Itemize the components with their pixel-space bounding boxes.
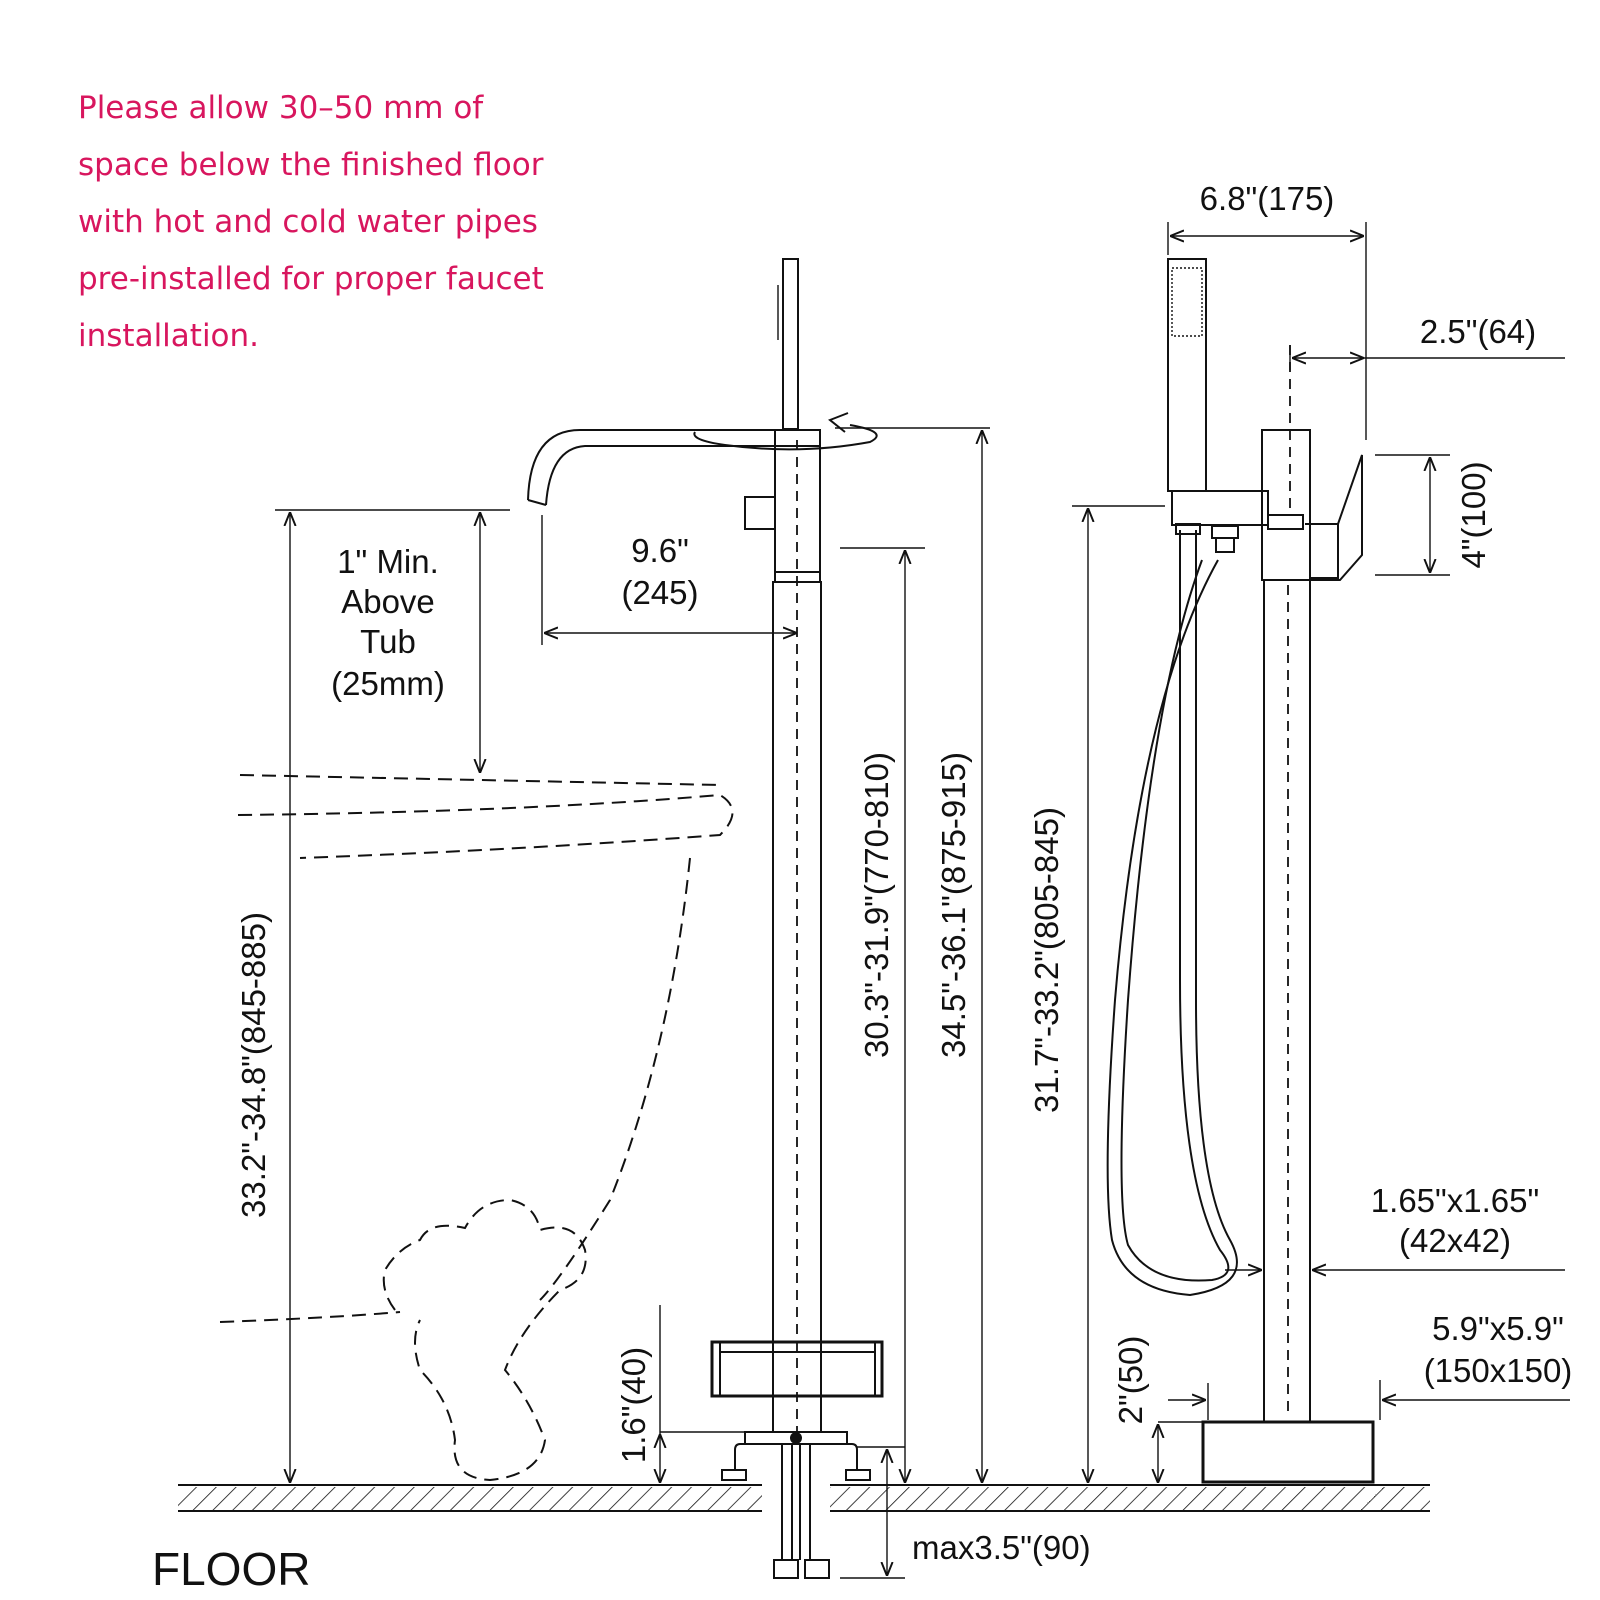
- spout-height-label: 30.3"-31.9"(770-810): [858, 752, 895, 1058]
- base-height-label: 2"(50): [1112, 1336, 1149, 1425]
- note-line: with hot and cold water pipes: [78, 204, 538, 240]
- faucet-side-view: [527, 258, 884, 1579]
- note-line: space below the finished floor: [78, 147, 544, 183]
- base-size-label-line2: (150x150): [1424, 1352, 1573, 1389]
- faucet-front-view: [1106, 258, 1375, 1484]
- installation-note: Please allow 30–50 mm of space below the…: [78, 80, 598, 365]
- pipe-size-label-line2: (42x42): [1399, 1222, 1511, 1259]
- base-size-label-line1: 5.9"x5.9": [1432, 1310, 1564, 1347]
- note-line: pre-installed for proper faucet: [78, 261, 544, 297]
- spout-reach-label-line2: (245): [621, 574, 698, 611]
- total-height-label: 33.2"-34.8"(845-885): [235, 912, 272, 1218]
- pipe-size-label-line1: 1.65"x1.65": [1371, 1182, 1539, 1219]
- below-floor-label: max3.5"(90): [912, 1529, 1091, 1566]
- above-tub-label-line4: (25mm): [331, 665, 445, 702]
- floor: [178, 1484, 1430, 1512]
- spout-reach-label-line1: 9.6": [631, 532, 689, 569]
- handle-height-label: 4"(100): [1455, 461, 1492, 568]
- bathtub-outline: [219, 774, 734, 1482]
- note-line: Please allow 30–50 mm of: [78, 90, 484, 126]
- note-line: installation.: [78, 318, 260, 354]
- top-height-label: 34.5"-36.1"(875-915): [935, 752, 972, 1058]
- top-width-label: 6.8"(175): [1200, 180, 1335, 217]
- above-tub-label-line1: 1" Min.: [337, 543, 439, 580]
- handle-holder-height-label: 31.7"-33.2"(805-845): [1028, 807, 1065, 1113]
- flange-height-label: 1.6"(40): [615, 1347, 652, 1463]
- above-tub-label-line3: Tub: [360, 623, 416, 660]
- above-tub-label-line2: Above: [341, 583, 435, 620]
- floor-label: FLOOR: [152, 1543, 310, 1595]
- dimension-lines: [275, 222, 1570, 1579]
- dimension-labels: 1" Min. Above Tub (25mm) 9.6" (245) 33.2…: [235, 180, 1572, 1566]
- handle-offset-label: 2.5"(64): [1420, 313, 1536, 350]
